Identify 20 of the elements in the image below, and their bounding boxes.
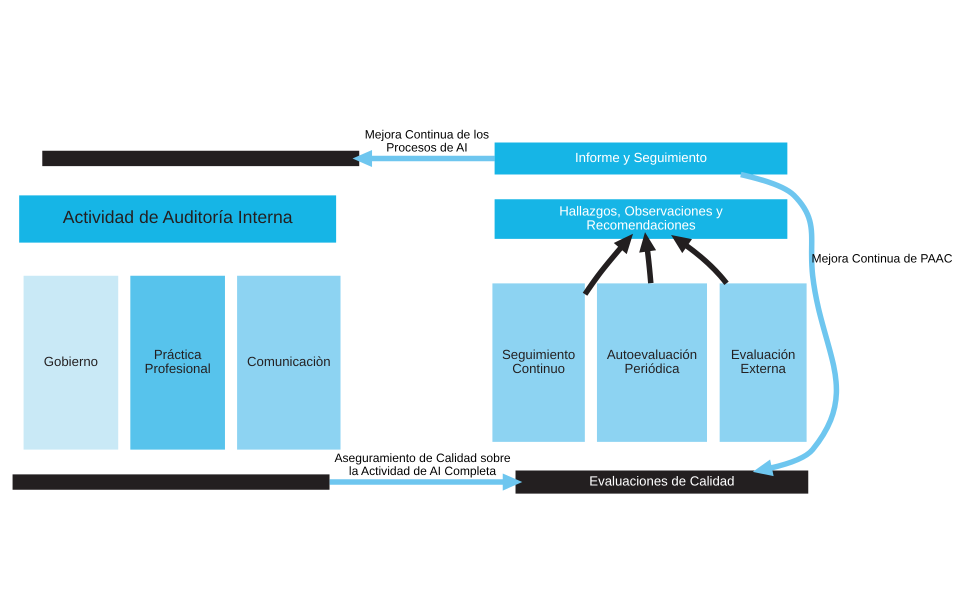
edge-label: Mejora Continua de los Procesos de AI <box>364 127 490 155</box>
arrow <box>352 150 495 168</box>
node-box: Comunicaciòn <box>237 276 341 450</box>
node-box: Actividad de Auditoría Interna <box>19 195 336 243</box>
node-box: Práctica Profesional <box>130 276 225 450</box>
arrow <box>330 474 522 491</box>
arrow <box>740 172 840 476</box>
arrow <box>582 234 634 296</box>
node-box: Autoevaluación Periódica <box>596 283 707 442</box>
node-box: Evaluación Externa <box>720 283 807 442</box>
node-box: Gobierno <box>24 276 118 450</box>
node-bar <box>42 150 360 166</box>
node-box: Evaluaciones de Calidad <box>516 470 808 494</box>
node-bar <box>12 474 330 490</box>
arrow <box>639 232 656 284</box>
node-box: Seguimiento Continuo <box>492 283 585 442</box>
node-box: Hallazgos, Observaciones y Recomendaciones <box>494 199 788 239</box>
edge-label: Aseguramiento de Calidad sobre la Actividad de AI Completa <box>334 451 511 478</box>
node-box: Informe y Seguimiento <box>494 142 788 174</box>
arrow <box>671 234 729 286</box>
